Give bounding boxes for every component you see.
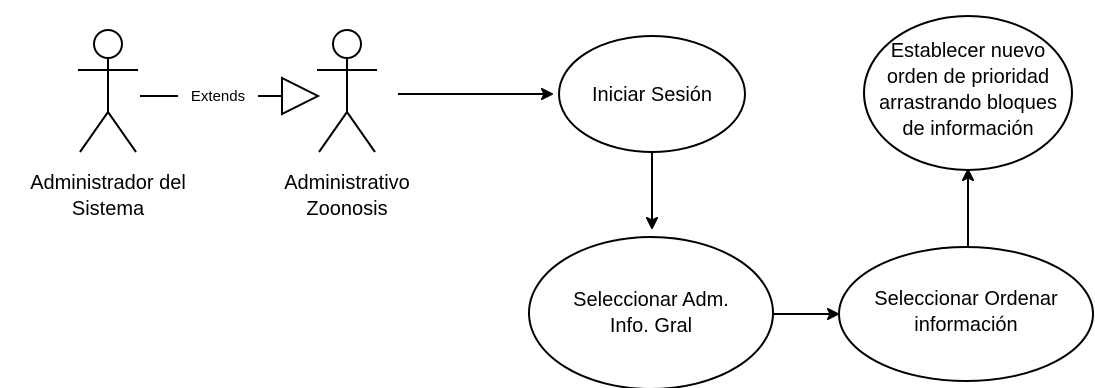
use-case-label-line-1: Seleccionar Adm. (573, 289, 729, 311)
hollow-triangle-icon (281, 76, 321, 116)
use-case-label-line-2: orden de prioridad (887, 66, 1049, 88)
use-case-label: Iniciar Sesión (592, 84, 712, 106)
actor-label-line-1: Administrativo (284, 172, 410, 194)
use-case-label-line-2: información (914, 314, 1017, 336)
use-case-seleccionar-adm-info-gral: Seleccionar Adm. Info. Gral (528, 236, 774, 388)
actor-label-line-2: Sistema (72, 198, 145, 220)
actor-administrador-del-sistema: Administrador del Sistema (30, 29, 186, 220)
use-case-label-line-1: Seleccionar Ordenar (874, 288, 1058, 310)
actor-figure-icon (78, 29, 138, 153)
extends-generalization-edge: Extends (140, 76, 321, 116)
use-case-label-line-1: Establecer nuevo (891, 40, 1046, 62)
actor-label-line-1: Administrador del (30, 172, 186, 194)
actor-administrativo-zoonosis: Administrativo Zoonosis (284, 29, 410, 220)
use-case-label-line-2: Info. Gral (610, 315, 692, 337)
use-case-iniciar-sesion: Iniciar Sesión (558, 35, 746, 153)
use-case-seleccionar-ordenar-informacion: Seleccionar Ordenar información (838, 246, 1094, 382)
extends-label: Extends (191, 88, 245, 105)
use-case-label-line-4: de información (902, 118, 1033, 140)
use-case-establecer-nuevo-orden: Establecer nuevo orden de prioridad arra… (863, 15, 1073, 171)
use-case-label-line-3: arrastrando bloques (879, 92, 1057, 114)
actor-label-line-2: Zoonosis (306, 198, 387, 220)
actor-figure-icon (317, 29, 377, 153)
